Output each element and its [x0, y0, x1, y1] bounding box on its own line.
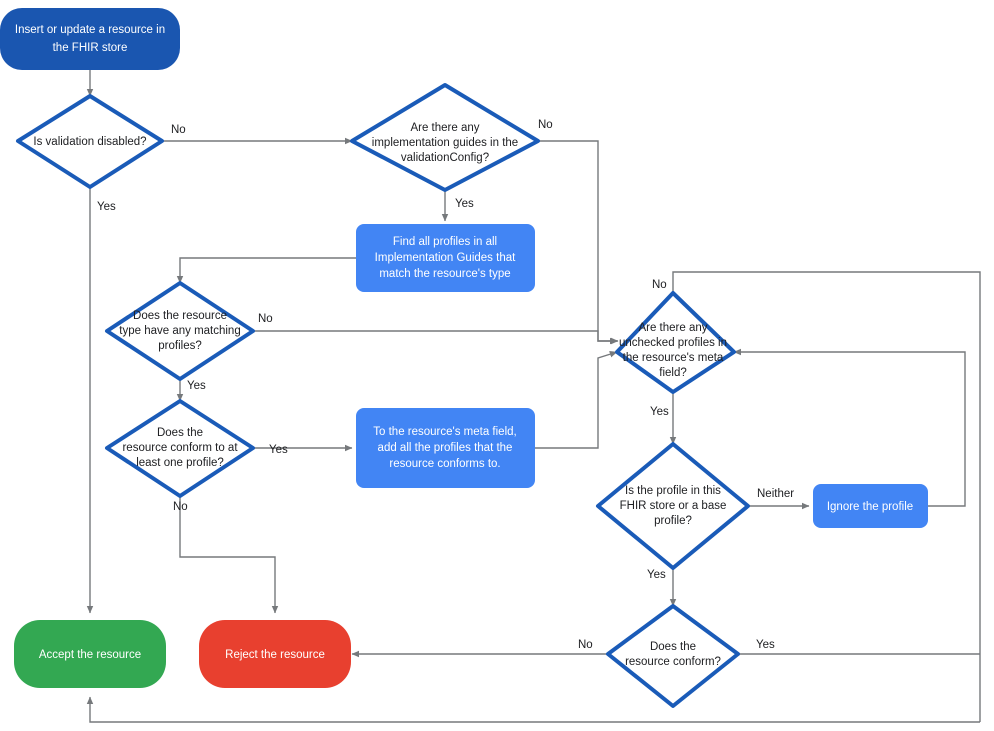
edge-unchecked-no — [672, 271, 981, 722]
accept-line-1: Accept the resource — [39, 649, 141, 661]
add-profiles-meta-line-2: add all the profiles that the — [378, 442, 513, 454]
add-profiles-meta-line-3: resource conforms to. — [389, 458, 500, 470]
unchecked-profiles-line-2: unchecked profiles in — [619, 337, 727, 349]
edge-ignore-loop-back — [733, 348, 966, 507]
is-validation-disabled-shape — [16, 94, 164, 189]
edge-bottom-bus-to-accept — [86, 696, 980, 723]
ignore-profile-line-1: Ignore the profile — [827, 501, 913, 513]
edge-label-profileinstore-yes: Yes — [647, 569, 666, 581]
edge-labels-layer: No Yes No Yes No Yes Yes No No Yes Neith… — [97, 119, 794, 651]
edge-addmeta-to-unchecked — [535, 351, 618, 449]
edge-label-matching-no: No — [258, 313, 273, 325]
start-shape — [0, 8, 180, 70]
edge-label-conformone-no: No — [173, 501, 188, 513]
node-unchecked-profiles[interactable]: Are there any unchecked profiles in the … — [615, 291, 736, 394]
conform-one-profile-shape — [105, 399, 255, 498]
edge-label-resourceconform-no: No — [578, 639, 593, 651]
node-matching-profiles[interactable]: Does the resource type have any matching… — [105, 281, 255, 381]
profile-in-store-line-3: profile? — [654, 515, 692, 527]
implementation-guides-line-1: Are there any — [410, 122, 479, 134]
find-profiles-line-1: Find all profiles in all — [393, 236, 497, 248]
edge-label-matching-yes: Yes — [187, 380, 206, 392]
implementation-guides-line-3: validationConfig? — [401, 152, 489, 164]
add-profiles-meta-shape — [356, 408, 535, 488]
find-profiles-shape — [356, 224, 535, 292]
edge-label-conformone-yes: Yes — [269, 444, 288, 456]
resource-conform-shape — [606, 604, 740, 708]
implementation-guides-line-2: implementation guides in the — [372, 137, 518, 149]
node-profile-in-store[interactable]: Is the profile in this FHIR store or a b… — [596, 442, 750, 570]
reject-line-1: Reject the resource — [225, 649, 325, 661]
edge-label-ig-no: No — [538, 119, 553, 131]
start-line-1: Insert or update a resource in — [15, 24, 165, 36]
matching-profiles-line-3: profiles? — [158, 340, 201, 352]
node-is-validation-disabled[interactable]: Is validation disabled? — [16, 94, 164, 189]
edge-findprofiles-to-matching — [176, 257, 356, 284]
find-profiles-line-2: Implementation Guides that — [375, 252, 516, 264]
unchecked-profiles-line-1: Are there any — [638, 322, 707, 334]
find-profiles-line-3: match the resource's type — [379, 268, 510, 280]
profile-in-store-shape — [596, 442, 750, 570]
edges-layer — [86, 70, 981, 723]
edge-label-validation-no: No — [171, 124, 186, 136]
start-line-2: the FHIR store — [53, 42, 128, 54]
resource-conform-line-1: Does the — [650, 641, 696, 653]
unchecked-profiles-line-4: field? — [659, 367, 687, 379]
node-start[interactable]: Insert or update a resource in the FHIR … — [0, 8, 180, 70]
edge-ig-no — [538, 140, 619, 345]
edge-label-unchecked-yes: Yes — [650, 406, 669, 418]
matching-profiles-line-2: type have any matching — [119, 325, 240, 337]
conform-one-profile-line-3: least one profile? — [136, 457, 224, 469]
edge-label-profileinstore-neither: Neither — [757, 488, 794, 500]
unchecked-profiles-shape — [615, 291, 736, 394]
edge-label-validation-yes: Yes — [97, 201, 116, 213]
edge-label-ig-yes: Yes — [455, 198, 474, 210]
node-find-profiles[interactable]: Find all profiles in all Implementation … — [356, 224, 535, 292]
profile-in-store-line-2: FHIR store or a base — [620, 500, 727, 512]
edge-conformone-no — [179, 496, 279, 614]
node-conform-one-profile[interactable]: Does the resource conform to at least on… — [105, 399, 255, 498]
resource-conform-line-2: resource conform? — [625, 656, 721, 668]
matching-profiles-line-1: Does the resource — [133, 310, 227, 322]
node-accept[interactable]: Accept the resource — [14, 620, 166, 688]
matching-profiles-shape — [105, 281, 255, 381]
edge-label-unchecked-no: No — [652, 279, 667, 291]
is-validation-disabled-line-1: Is validation disabled? — [33, 136, 146, 148]
reject-shape — [199, 620, 351, 688]
implementation-guides-shape — [350, 83, 540, 192]
edge-label-resourceconform-yes: Yes — [756, 639, 775, 651]
profile-in-store-line-1: Is the profile in this — [625, 485, 721, 497]
node-reject[interactable]: Reject the resource — [199, 620, 351, 688]
accept-shape — [14, 620, 166, 688]
node-add-profiles-meta[interactable]: To the resource's meta field, add all th… — [356, 408, 535, 488]
conform-one-profile-line-1: Does the — [157, 427, 203, 439]
unchecked-profiles-line-3: the resource's meta — [623, 352, 724, 364]
node-ignore-profile[interactable]: Ignore the profile — [813, 484, 928, 528]
node-implementation-guides[interactable]: Are there any implementation guides in t… — [350, 83, 540, 192]
ignore-profile-shape — [813, 484, 928, 528]
node-resource-conform[interactable]: Does the resource conform? — [606, 604, 740, 708]
edge-matching-no — [253, 330, 618, 345]
add-profiles-meta-line-1: To the resource's meta field, — [373, 426, 516, 438]
conform-one-profile-line-2: resource conform to at — [122, 442, 238, 454]
